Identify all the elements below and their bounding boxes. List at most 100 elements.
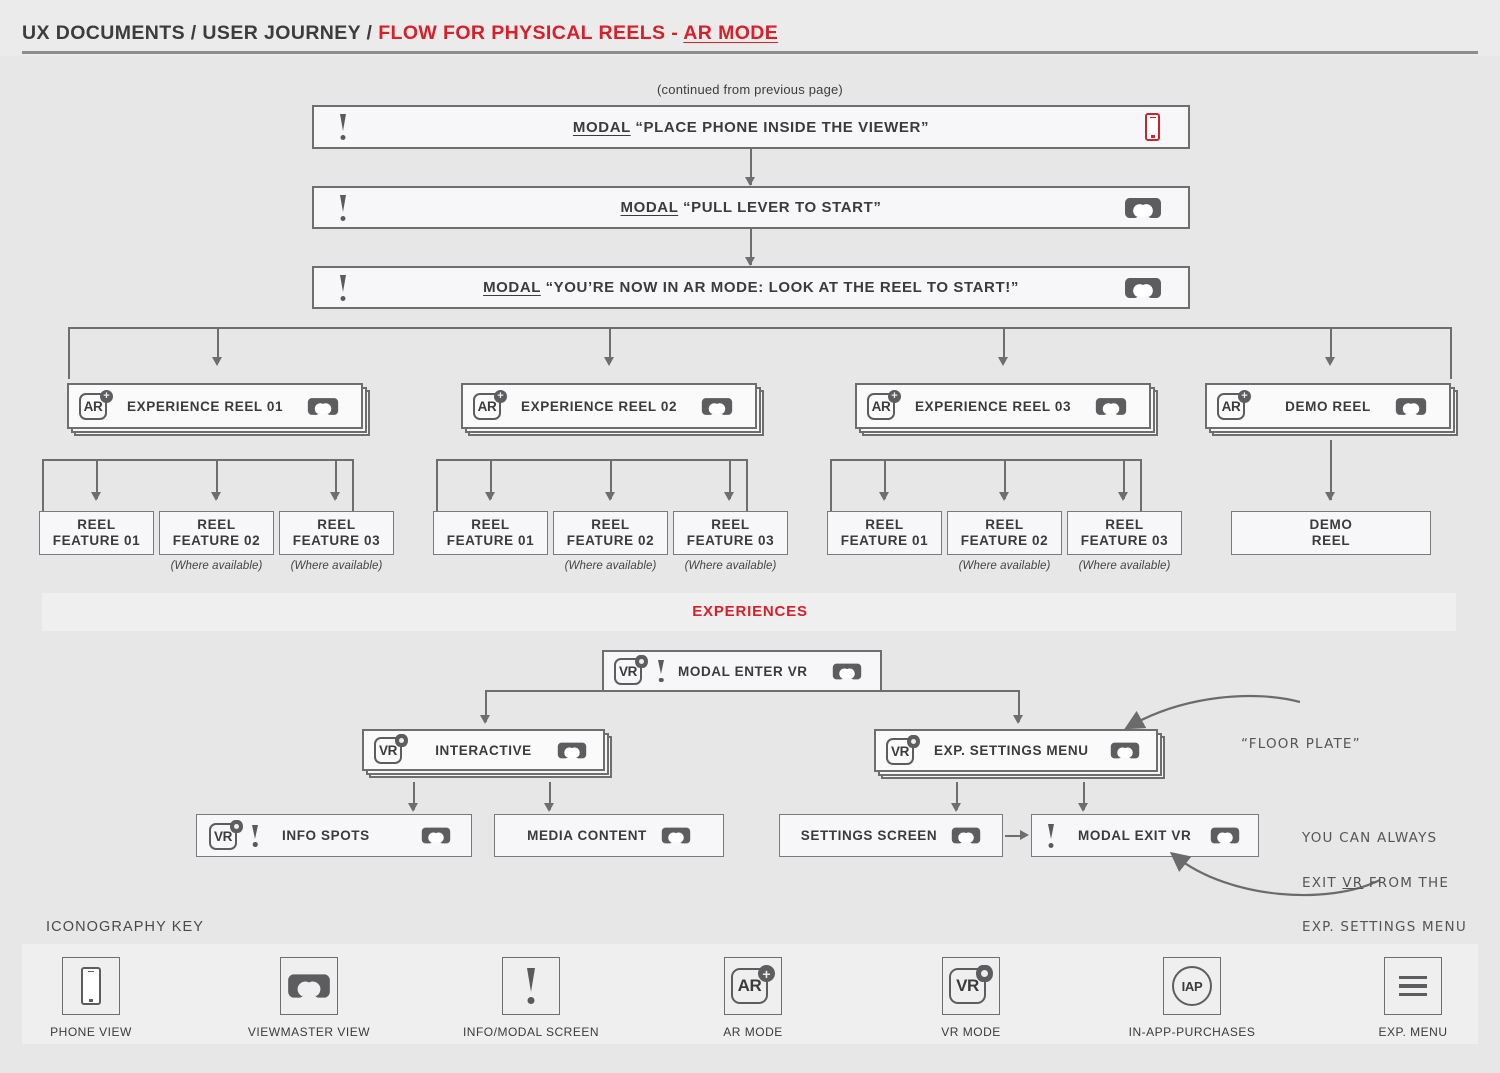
demo-reel-card[interactable]: AR + DEMO REEL bbox=[1205, 383, 1458, 436]
arrowhead-reel2-f3 bbox=[724, 492, 734, 501]
connector-bus-reel2 bbox=[609, 327, 611, 363]
bus-leg-left bbox=[68, 327, 70, 379]
reel1-f2-line1: REEL bbox=[197, 517, 236, 533]
modal-enter-vr-label: MODAL ENTER VR bbox=[678, 663, 808, 679]
connector-reel1-f3 bbox=[335, 459, 337, 499]
viewmaster-view-icon bbox=[1095, 396, 1127, 417]
exp-menu-icon bbox=[1384, 957, 1442, 1015]
experience-reel-03-card[interactable]: AR + EXPERIENCE REEL 03 bbox=[855, 383, 1158, 436]
media-content-box[interactable]: MEDIA CONTENT bbox=[494, 814, 724, 857]
connector-settings-menu-exit bbox=[1083, 782, 1085, 810]
arrowhead-reel1-f1 bbox=[91, 492, 101, 501]
bus-line-reel1-features bbox=[42, 459, 354, 461]
reel1-f1-line2: FEATURE 01 bbox=[52, 533, 141, 548]
bus-leg-reel2-left bbox=[436, 459, 438, 511]
key-label-exp-menu: EXP. MENU bbox=[1378, 1025, 1448, 1039]
exp-settings-menu-card[interactable]: VR EXP. SETTINGS MENU bbox=[874, 729, 1165, 779]
modal-box-ar-mode[interactable]: MODAL “YOU’RE NOW IN AR MODE: LOOK AT TH… bbox=[312, 266, 1190, 309]
demo-reel-line1: DEMO bbox=[1309, 517, 1353, 533]
arrowhead-reel3-f1 bbox=[879, 492, 889, 501]
info-spots-label: INFO SPOTS bbox=[282, 828, 370, 843]
key-item-in-app-purchases: IAP IN-APP-PURCHASES bbox=[1117, 957, 1267, 1039]
info-modal-icon bbox=[338, 194, 348, 221]
key-label-viewmaster-view: VIEWMASTER VIEW bbox=[247, 1025, 371, 1039]
phone-view-icon bbox=[62, 957, 120, 1015]
breadcrumb-plain: UX DOCUMENTS / USER JOURNEY / bbox=[22, 22, 379, 44]
key-item-phone-view: PHONE VIEW bbox=[16, 957, 166, 1039]
bus-line-reel3-features bbox=[830, 459, 1142, 461]
key-label-in-app-purchases: IN-APP-PURCHASES bbox=[1128, 1025, 1256, 1039]
vr-mode-icon: VR bbox=[942, 957, 1000, 1015]
experience-reel-02-card[interactable]: AR + EXPERIENCE REEL 02 bbox=[461, 383, 764, 436]
arrowhead-exit-vr-right bbox=[1020, 830, 1029, 840]
experience-reel-01-card[interactable]: AR + EXPERIENCE REEL 01 bbox=[67, 383, 370, 436]
exit-vr-annotation-line2: EXIT VR FROM THE bbox=[1302, 874, 1450, 891]
ar-mode-icon: AR + bbox=[867, 390, 901, 422]
reel1-f1-line1: REEL bbox=[77, 517, 116, 533]
connector-reel3-f2 bbox=[1004, 459, 1006, 499]
reel2-feature-03-caption: (Where available) bbox=[684, 560, 777, 572]
arrowhead-demo-reel-leaf bbox=[1325, 492, 1335, 501]
key-label-info-modal: INFO/MODAL SCREEN bbox=[462, 1025, 600, 1039]
bus-leg-reel1-right bbox=[352, 459, 354, 511]
reel2-f2-line1: REEL bbox=[591, 517, 630, 533]
exit-vr-annotation-line3: EXP. SETTINGS MENU bbox=[1302, 919, 1467, 936]
bus-leg-reel3-left bbox=[830, 459, 832, 511]
key-item-vr-mode: VR VR MODE bbox=[896, 957, 1046, 1039]
key-label-phone-view: PHONE VIEW bbox=[50, 1025, 132, 1039]
settings-screen-box[interactable]: SETTINGS SCREEN bbox=[779, 814, 1003, 857]
header-band bbox=[0, 0, 1500, 56]
vr-mode-icon: VR bbox=[209, 819, 243, 852]
modal-box-pull-lever[interactable]: MODAL “PULL LEVER TO START” bbox=[312, 186, 1190, 229]
viewmaster-view-icon bbox=[557, 741, 587, 760]
exit-vr-annotation-line1: YOU CAN ALWAYS bbox=[1302, 830, 1438, 847]
ar-mode-icon: AR + bbox=[473, 390, 507, 422]
info-spots-box[interactable]: VR INFO SPOTS bbox=[196, 814, 472, 857]
viewmaster-view-icon bbox=[1124, 196, 1162, 220]
connector-reel1-f1 bbox=[96, 459, 98, 499]
key-label-vr-mode: VR MODE bbox=[941, 1025, 1001, 1039]
header-divider bbox=[22, 51, 1478, 54]
key-item-viewmaster-view: VIEWMASTER VIEW bbox=[234, 957, 384, 1039]
viewmaster-view-icon bbox=[1210, 826, 1240, 845]
modal-exit-vr-box[interactable]: MODAL EXIT VR bbox=[1031, 814, 1259, 857]
connector-demo-reel-leaf bbox=[1330, 440, 1332, 500]
reel3-f2-line1: REEL bbox=[985, 517, 1024, 533]
media-content-label: MEDIA CONTENT bbox=[527, 828, 647, 843]
breadcrumb-red: FLOW FOR PHYSICAL REELS - bbox=[378, 22, 684, 44]
reel2-f1-line2: FEATURE 01 bbox=[446, 533, 535, 548]
connector-reel3-f3 bbox=[1123, 459, 1125, 499]
experience-reel-02-label: EXPERIENCE REEL 02 bbox=[521, 398, 678, 414]
modal-label-pull-lever: MODAL “PULL LEVER TO START” bbox=[620, 199, 882, 216]
reel1-feature-03-caption: (Where available) bbox=[290, 560, 383, 572]
modal-enter-vr-box[interactable]: VR MODAL ENTER VR bbox=[602, 650, 882, 692]
modal-label-place-phone: MODAL “PLACE PHONE INSIDE THE VIEWER” bbox=[572, 118, 930, 136]
arrowhead-reel1 bbox=[212, 357, 222, 366]
reel3-f3-line2: FEATURE 03 bbox=[1080, 533, 1169, 548]
interactive-card[interactable]: VR INTERACTIVE bbox=[362, 729, 612, 778]
info-modal-icon bbox=[502, 957, 560, 1015]
connector-bus-reel3 bbox=[1003, 327, 1005, 363]
key-label-ar-mode: AR MODE bbox=[723, 1025, 783, 1039]
connector-bus-reel1 bbox=[217, 327, 219, 363]
arrowhead-modal3 bbox=[745, 257, 755, 266]
vr-mode-icon: VR bbox=[614, 655, 648, 687]
exp-settings-menu-label: EXP. SETTINGS MENU bbox=[934, 743, 1089, 758]
modal-box-place-phone[interactable]: MODAL “PLACE PHONE INSIDE THE VIEWER” bbox=[312, 105, 1190, 149]
reel3-f1-line2: FEATURE 01 bbox=[840, 533, 929, 548]
vr-mode-icon: VR bbox=[886, 734, 920, 767]
reel2-f2-line2: FEATURE 02 bbox=[566, 533, 655, 548]
reel1-f3-line2: FEATURE 03 bbox=[292, 533, 381, 548]
modal-label-ar-mode: MODAL “YOU’RE NOW IN AR MODE: LOOK AT TH… bbox=[483, 279, 1019, 296]
arrowhead-reel3 bbox=[998, 357, 1008, 366]
